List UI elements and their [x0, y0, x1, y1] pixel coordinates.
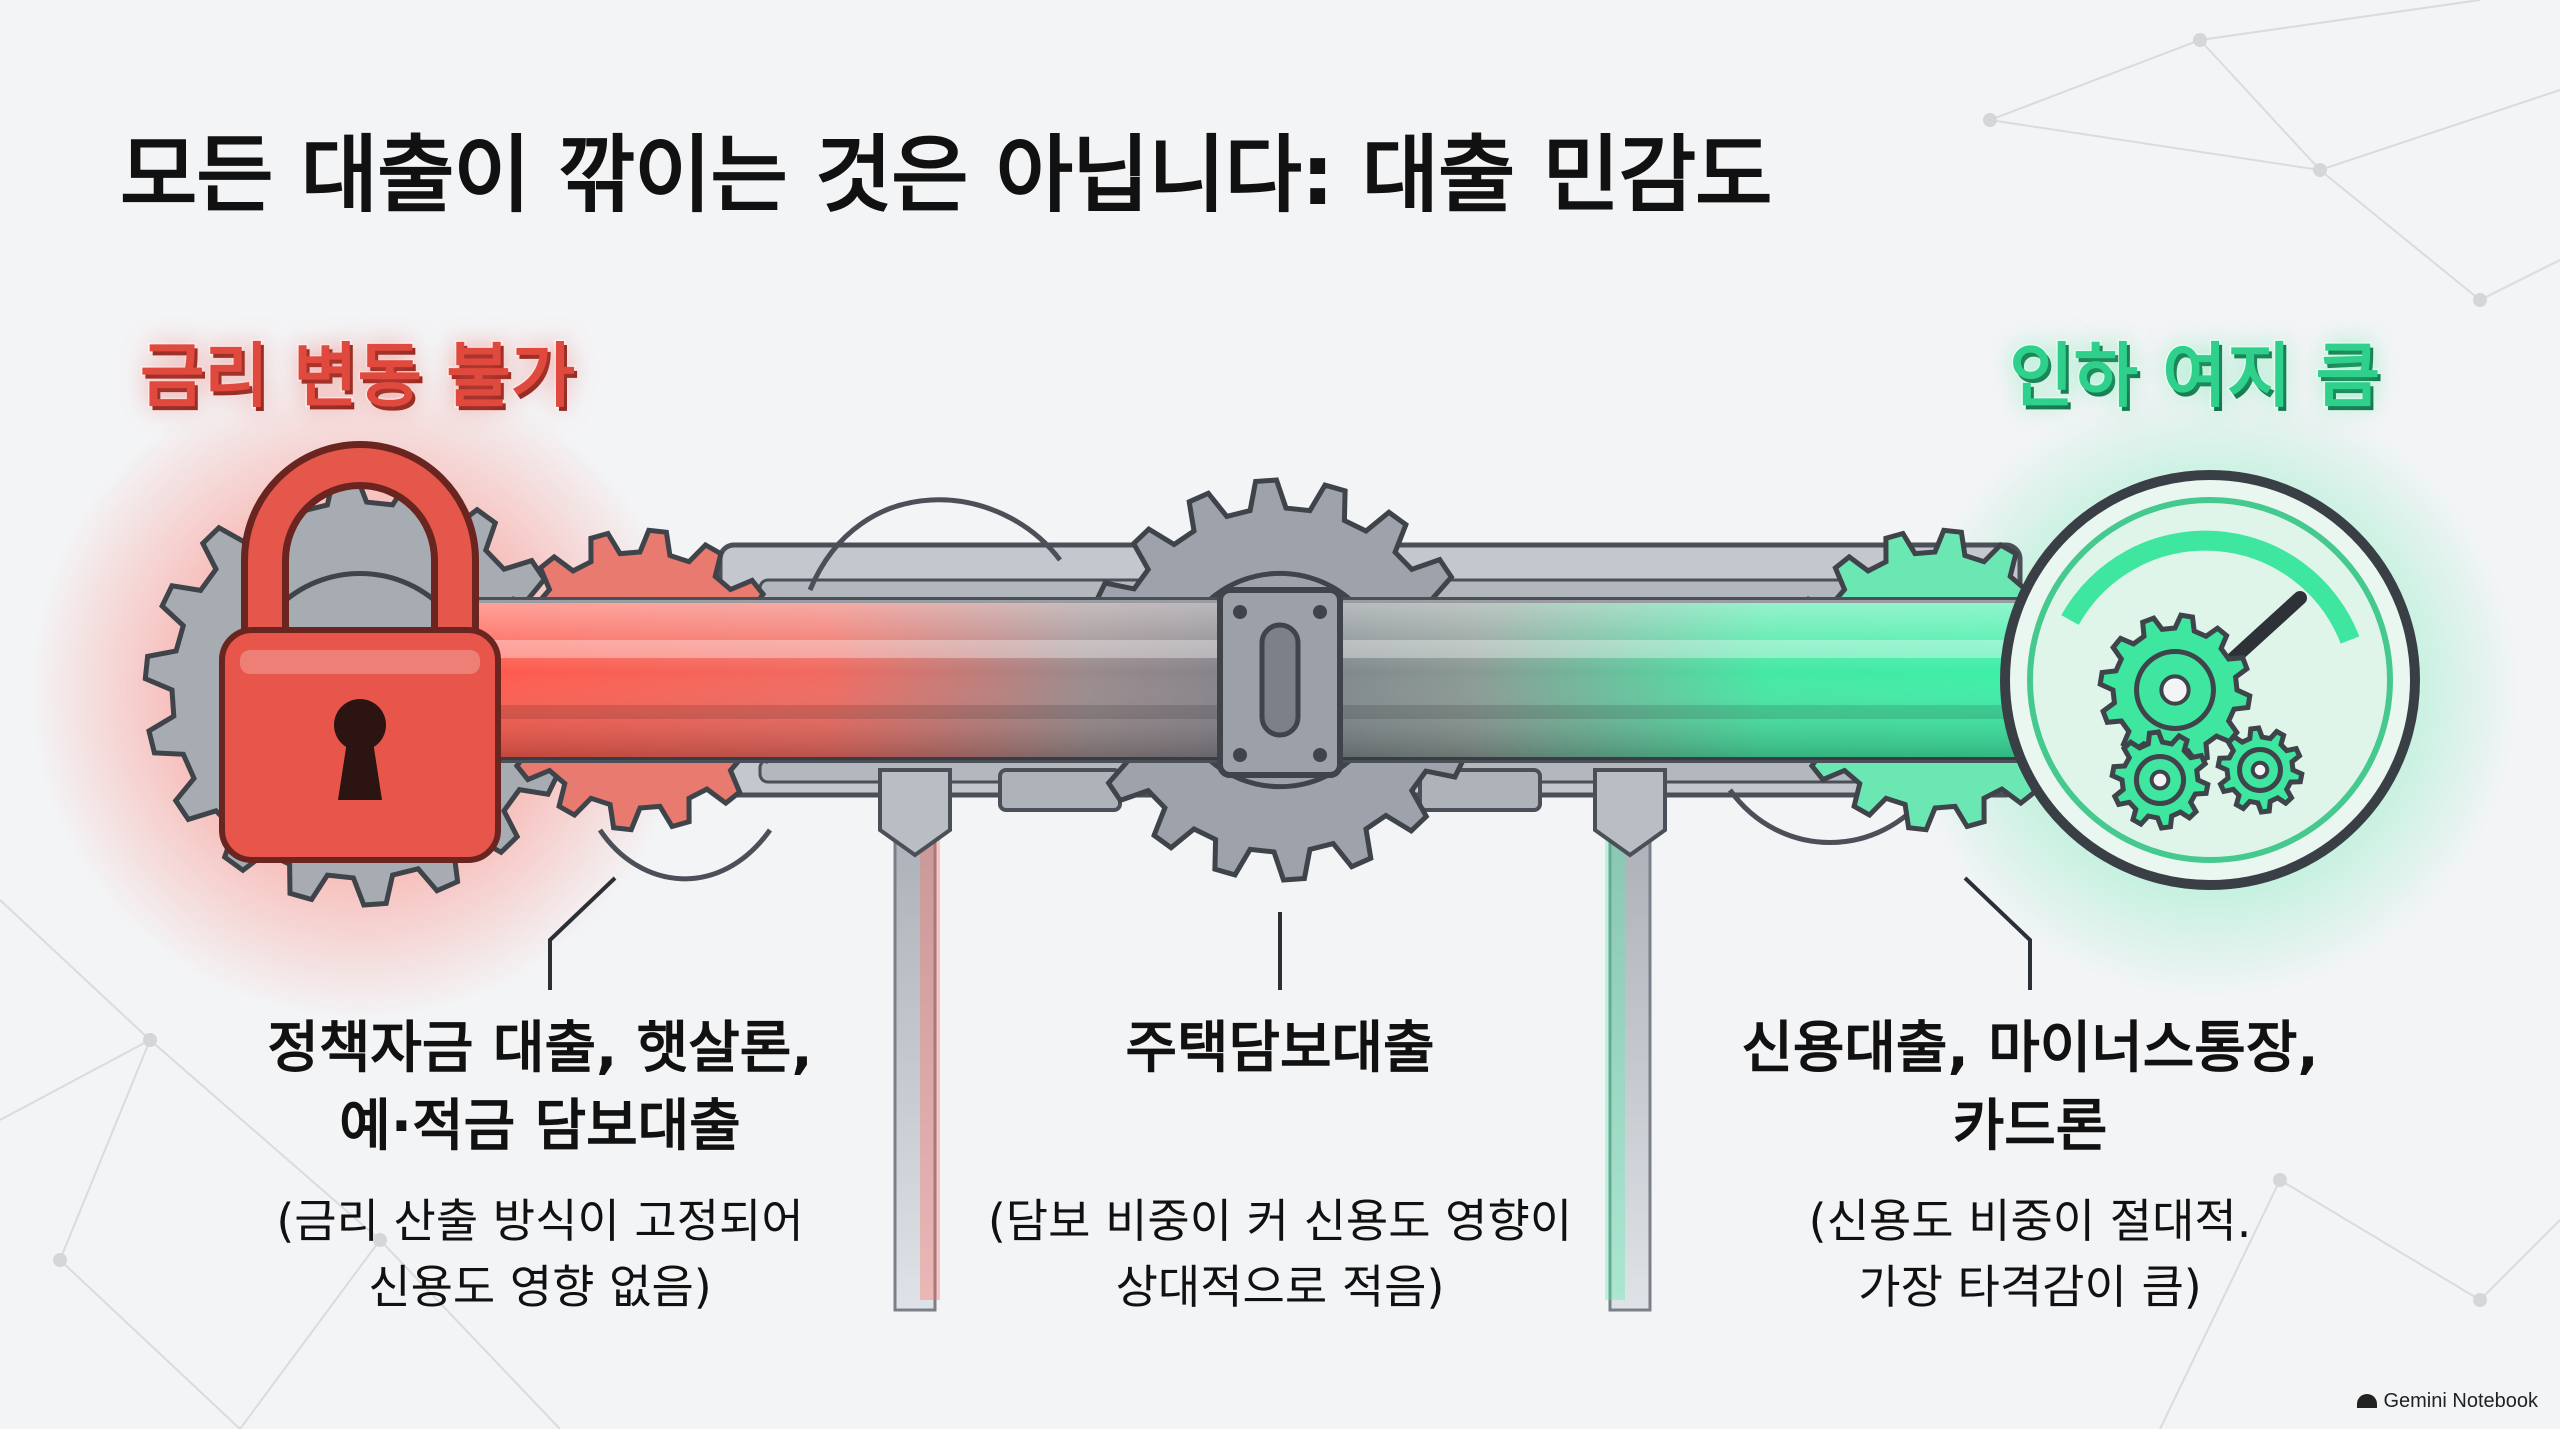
column-heading: 주택담보대출 — [1125, 1016, 1435, 1081]
gear-icon — [2215, 725, 2305, 815]
network-nodes — [53, 33, 2487, 1307]
column-heading: 신용대출, 마이너스통장, 카드론 — [1741, 1016, 2319, 1159]
connector-lines — [548, 876, 2032, 990]
lock-icon — [219, 441, 501, 863]
column-note: (금리 산출 방식이 고정되어 신용도 영향 없음) — [276, 1194, 804, 1314]
gear-icon — [2097, 612, 2253, 768]
support-rods — [878, 768, 1667, 1312]
column-heading: 정책자금 대출, 햇살론, 예·적금 담보대출 — [267, 1016, 813, 1159]
page-title: 모든 대출이 깎이는 것은 아닙니다: 대출 민감도 — [120, 126, 1772, 224]
column-note: (담보 비중이 커 신용도 영향이 상대적으로 적음) — [987, 1194, 1573, 1314]
brand-watermark: Gemini Notebook — [2357, 1390, 2538, 1413]
center-clamp — [1217, 587, 1343, 778]
column-note: (신용도 비중이 절대적. 가장 타격감이 큼) — [1808, 1194, 2252, 1314]
notebook-logo-icon — [2357, 1394, 2378, 1408]
gear-icon — [2109, 729, 2211, 831]
column-credit-loans: 신용대출, 마이너스통장, 카드론 (신용도 비중이 절대적. 가장 타격감이 … — [1650, 1010, 2410, 1320]
column-mortgage: 주택담보대출 (담보 비중이 커 신용도 영향이 상대적으로 적음) — [900, 1010, 1660, 1320]
label-room-to-lower: 인하 여지 큼 — [2008, 334, 2382, 419]
label-fixed-rate: 금리 변동 불가 — [138, 334, 576, 419]
column-policy-loans: 정책자금 대출, 햇살론, 예·적금 담보대출 (금리 산출 방식이 고정되어 … — [160, 1010, 920, 1320]
